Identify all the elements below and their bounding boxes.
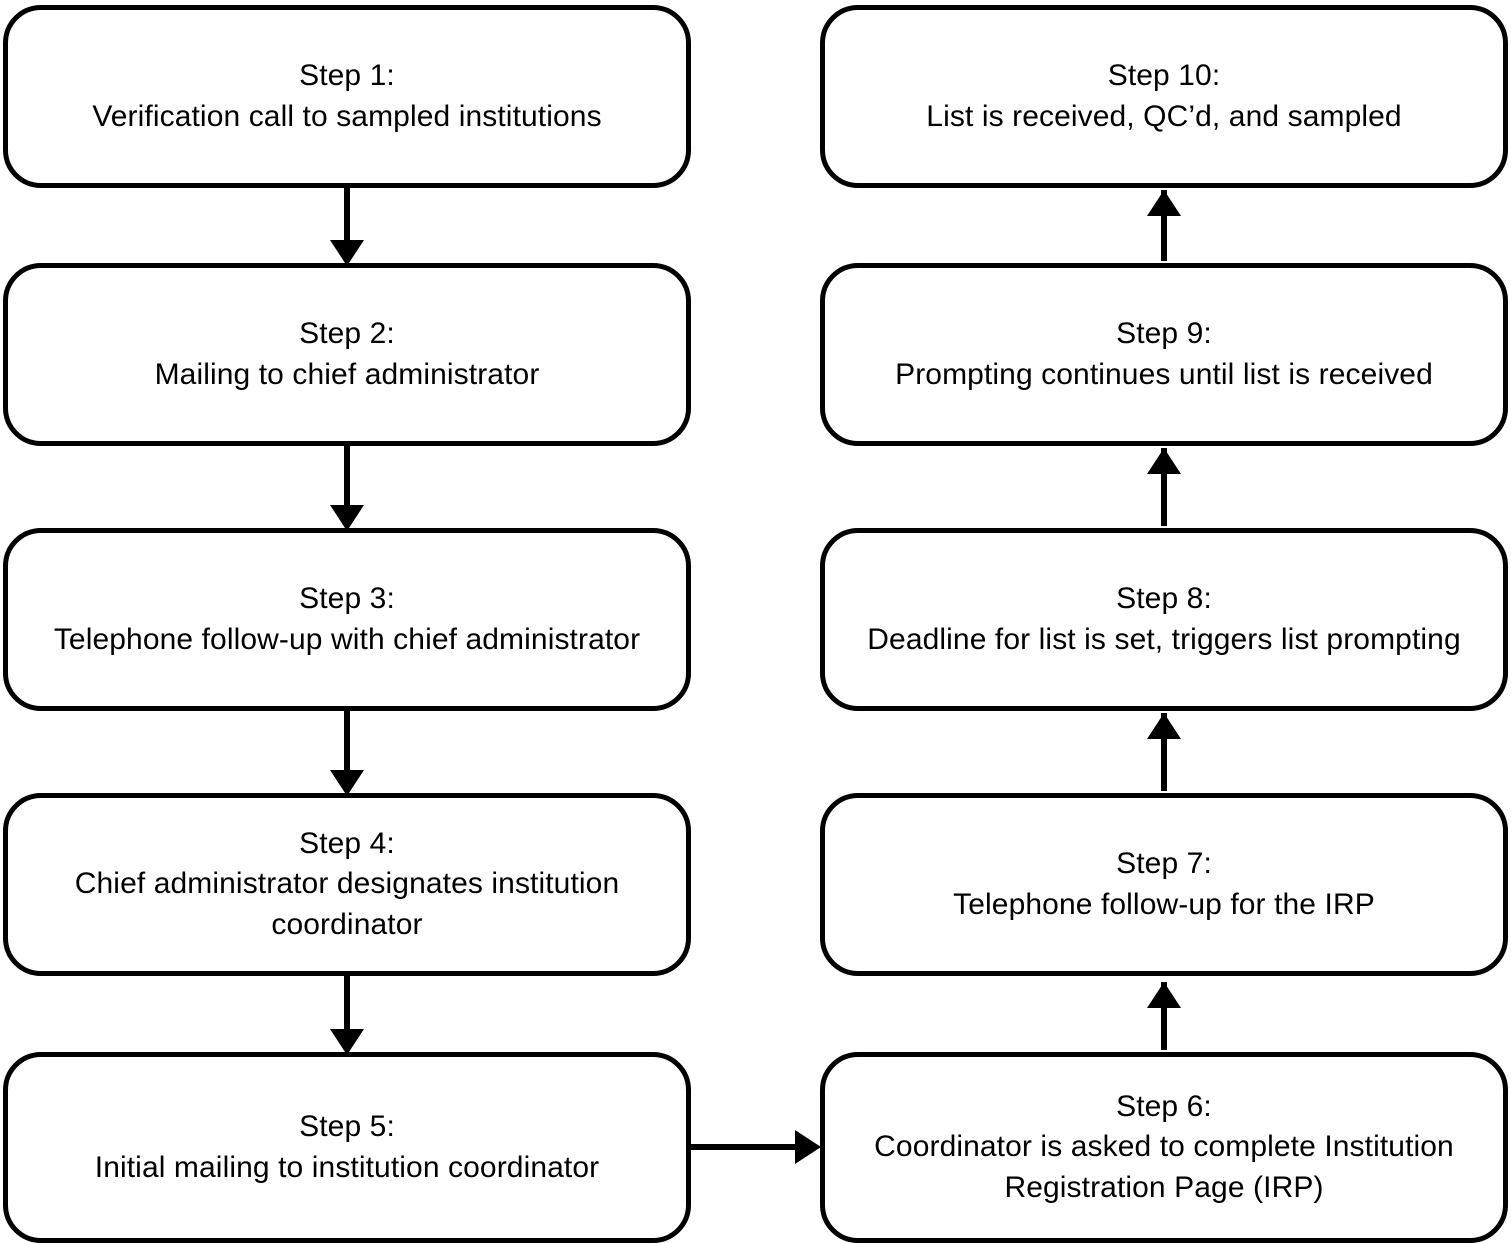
flow-node-step6[interactable]: Step 6: Coordinator is asked to complete… [820, 1052, 1508, 1243]
flow-node-step3-label: Step 3: Telephone follow-up with chief a… [53, 582, 641, 656]
flow-node-step2-label: Step 2: Mailing to chief administrator [154, 317, 540, 391]
flow-node-step2[interactable]: Step 2: Mailing to chief administrator [3, 263, 691, 446]
flow-node-step8[interactable]: Step 8: Deadline for list is set, trigge… [820, 528, 1508, 711]
flow-node-step9[interactable]: Step 9: Prompting continues until list i… [820, 263, 1508, 446]
flow-node-step3[interactable]: Step 3: Telephone follow-up with chief a… [3, 528, 691, 711]
flow-node-step9-label: Step 9: Prompting continues until list i… [895, 317, 1433, 391]
flow-node-step10-label: Step 10: List is received, QC’d, and sam… [926, 59, 1402, 133]
flow-node-step8-label: Step 8: Deadline for list is set, trigge… [867, 582, 1461, 656]
flow-node-step5[interactable]: Step 5: Initial mailing to institution c… [3, 1052, 691, 1243]
flow-node-step7[interactable]: Step 7: Telephone follow-up for the IRP [820, 793, 1508, 976]
flow-node-step1[interactable]: Step 1: Verification call to sampled ins… [3, 5, 691, 188]
flow-node-step4-label: Step 4: Chief administrator designates i… [74, 826, 620, 941]
flow-node-step10[interactable]: Step 10: List is received, QC’d, and sam… [820, 5, 1508, 188]
flow-node-step5-label: Step 5: Initial mailing to institution c… [94, 1110, 600, 1184]
flow-node-step6-label: Step 6: Coordinator is asked to complete… [874, 1089, 1454, 1204]
flow-node-step1-label: Step 1: Verification call to sampled ins… [92, 59, 602, 133]
flow-node-step4[interactable]: Step 4: Chief administrator designates i… [3, 793, 691, 976]
flow-node-step7-label: Step 7: Telephone follow-up for the IRP [953, 847, 1375, 921]
